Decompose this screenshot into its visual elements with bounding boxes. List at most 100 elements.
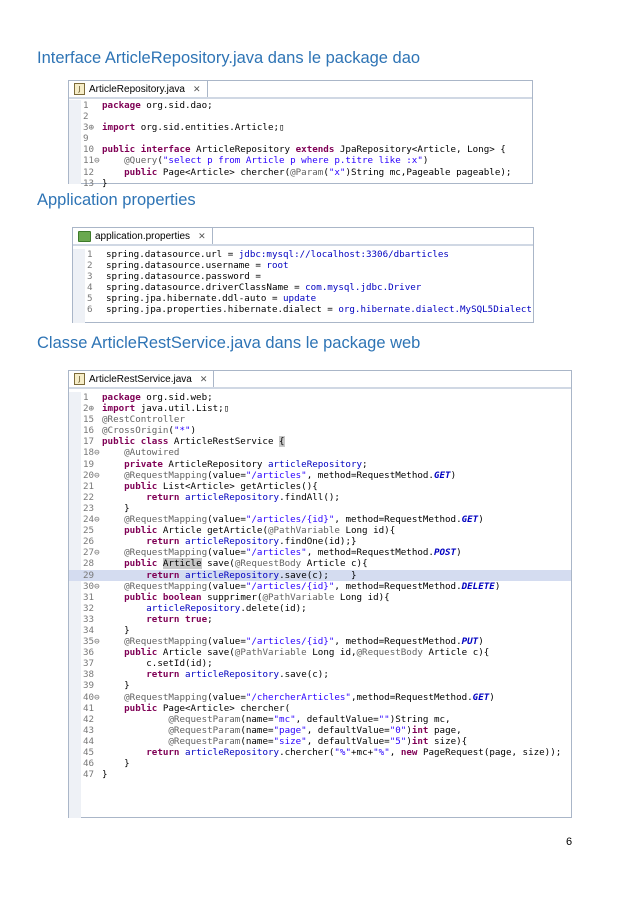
tab-application-properties[interactable]: application.properties ✕ <box>73 228 213 244</box>
code-line: 19 private ArticleRepository articleRepo… <box>69 459 571 470</box>
close-icon[interactable]: ✕ <box>198 230 206 241</box>
code-line: 43 @RequestParam(name="page", defaultVal… <box>69 725 571 736</box>
code-text: return articleRepository.chercher("%"+mc… <box>146 747 562 758</box>
code-text: spring.datasource.username = root <box>106 260 289 272</box>
code-line: 33 return true; <box>69 614 571 625</box>
line-number: 1 <box>87 249 93 260</box>
editor-tabbar: J ArticleRestService.java ✕ <box>69 371 571 389</box>
code-text: spring.jpa.hibernate.ddl-auto = update <box>106 293 317 305</box>
editor-tabbar: J ArticleRepository.java ✕ <box>69 81 532 99</box>
line-number: 39 <box>83 680 95 692</box>
heading-interface: Interface ArticleRepository.java dans le… <box>37 49 421 67</box>
line-number: 32 <box>83 602 95 614</box>
tab-label: ArticleRepository.java <box>89 83 185 95</box>
line-number: 2⊕ <box>83 403 95 415</box>
code-line: 6 spring.jpa.properties.hibernate.dialect… <box>73 304 533 315</box>
code-text: public class ArticleRestService { <box>102 436 285 448</box>
line-number: 37 <box>83 658 95 670</box>
tab-article-repository[interactable]: J ArticleRepository.java ✕ <box>69 81 208 97</box>
line-number: 11⊖ <box>83 155 100 167</box>
code-text: spring.datasource.driverClassName = com.… <box>106 282 422 294</box>
line-number: 30⊖ <box>83 580 100 592</box>
line-number: 18⊖ <box>83 447 100 459</box>
line-number: 3⊕ <box>83 122 95 134</box>
properties-file-icon <box>78 230 91 242</box>
code-line: 44 @RequestParam(name="size", defaultVal… <box>69 736 571 747</box>
close-icon[interactable]: ✕ <box>192 83 201 94</box>
code-line: 24⊖ @RequestMapping(value="/articles/{id… <box>69 514 571 525</box>
code-text: public Page<Article> chercher(@Param("x"… <box>124 166 512 178</box>
code-line: 21 public List<Article> getArticles(){ <box>69 481 571 492</box>
line-number: 6 <box>87 304 93 316</box>
code-line: 32 articleRepository.delete(id); <box>69 603 571 614</box>
line-number: 24⊖ <box>83 514 100 526</box>
code-line: 40⊖ @RequestMapping(value="/chercherArti… <box>69 692 571 703</box>
code-text: } <box>102 680 130 692</box>
code-text: spring.jpa.properties.hibernate.dialect … <box>106 304 532 316</box>
line-number: 15 <box>83 414 95 426</box>
code-line: 34 } <box>69 625 571 636</box>
code-text: @RequestMapping(value="/articles/{id}", … <box>124 580 501 592</box>
code-text: @RequestMapping(value="/articles/{id}", … <box>124 636 484 648</box>
line-number: 21 <box>83 480 95 492</box>
code-text: @RequestMapping(value="/articles", metho… <box>124 469 457 481</box>
editor-gutter <box>69 392 81 818</box>
code-text: @RequestParam(name="page", defaultValue=… <box>168 724 462 736</box>
code-text: @RequestParam(name="mc", defaultValue=""… <box>168 713 451 725</box>
tab-article-rest-service[interactable]: J ArticleRestService.java ✕ <box>69 371 215 387</box>
line-number: 20⊖ <box>83 469 100 481</box>
code-text: return articleRepository.findAll(); <box>146 491 340 503</box>
line-number: 13 <box>83 177 95 189</box>
code-line: 22 return articleRepository.findAll(); <box>69 492 571 503</box>
code-line: 12 public Page<Article> chercher(@Param(… <box>69 167 532 178</box>
code-text: } <box>102 758 130 770</box>
code-line: 38 return articleRepository.save(c); <box>69 669 571 680</box>
line-number: 2 <box>83 111 89 123</box>
line-number: 44 <box>83 735 95 747</box>
line-number: 31 <box>83 591 95 603</box>
code-text: public boolean supprimer(@PathVariable L… <box>124 591 390 603</box>
line-number: 42 <box>83 713 95 725</box>
code-text: return articleRepository.save(c); <box>146 669 329 681</box>
line-number: 41 <box>83 702 95 714</box>
code-text: } <box>102 177 108 189</box>
line-number: 19 <box>83 458 95 470</box>
line-number: 26 <box>83 536 95 548</box>
code-line: 47} <box>69 769 571 780</box>
code-text: } <box>102 624 130 636</box>
code-line: 16@CrossOrigin("*") <box>69 425 571 436</box>
line-number: 47 <box>83 769 95 781</box>
line-number: 2 <box>87 260 93 272</box>
code-text: } <box>102 769 108 781</box>
code-text: import org.sid.entities.Article;▯ <box>102 122 285 134</box>
code-text: @RequestMapping(value="/articles/{id}", … <box>124 514 484 526</box>
editor-gutter <box>69 100 81 184</box>
code-text: @RequestParam(name="size", defaultValue=… <box>168 735 468 747</box>
line-number: 22 <box>83 491 95 503</box>
code-text: @CrossOrigin("*") <box>102 425 197 437</box>
line-number: 34 <box>83 624 95 636</box>
code-line: 45 return articleRepository.chercher("%"… <box>69 747 571 758</box>
code-line: 37 c.setId(id); <box>69 658 571 669</box>
code-line: 9 <box>69 133 532 144</box>
java-file-icon: J <box>74 373 85 385</box>
line-number: 28 <box>83 558 95 570</box>
code-line: 23 } <box>69 503 571 514</box>
close-icon[interactable]: ✕ <box>199 373 208 384</box>
line-number: 1 <box>83 392 89 403</box>
java-file-icon: J <box>74 83 85 95</box>
tab-label: application.properties <box>95 230 191 242</box>
line-number: 46 <box>83 758 95 770</box>
code-line: 2⊕import java.util.List;▯ <box>69 403 571 414</box>
page-number: 6 <box>566 836 573 848</box>
code-text: @RequestMapping(value="/chercherArticles… <box>124 691 495 703</box>
